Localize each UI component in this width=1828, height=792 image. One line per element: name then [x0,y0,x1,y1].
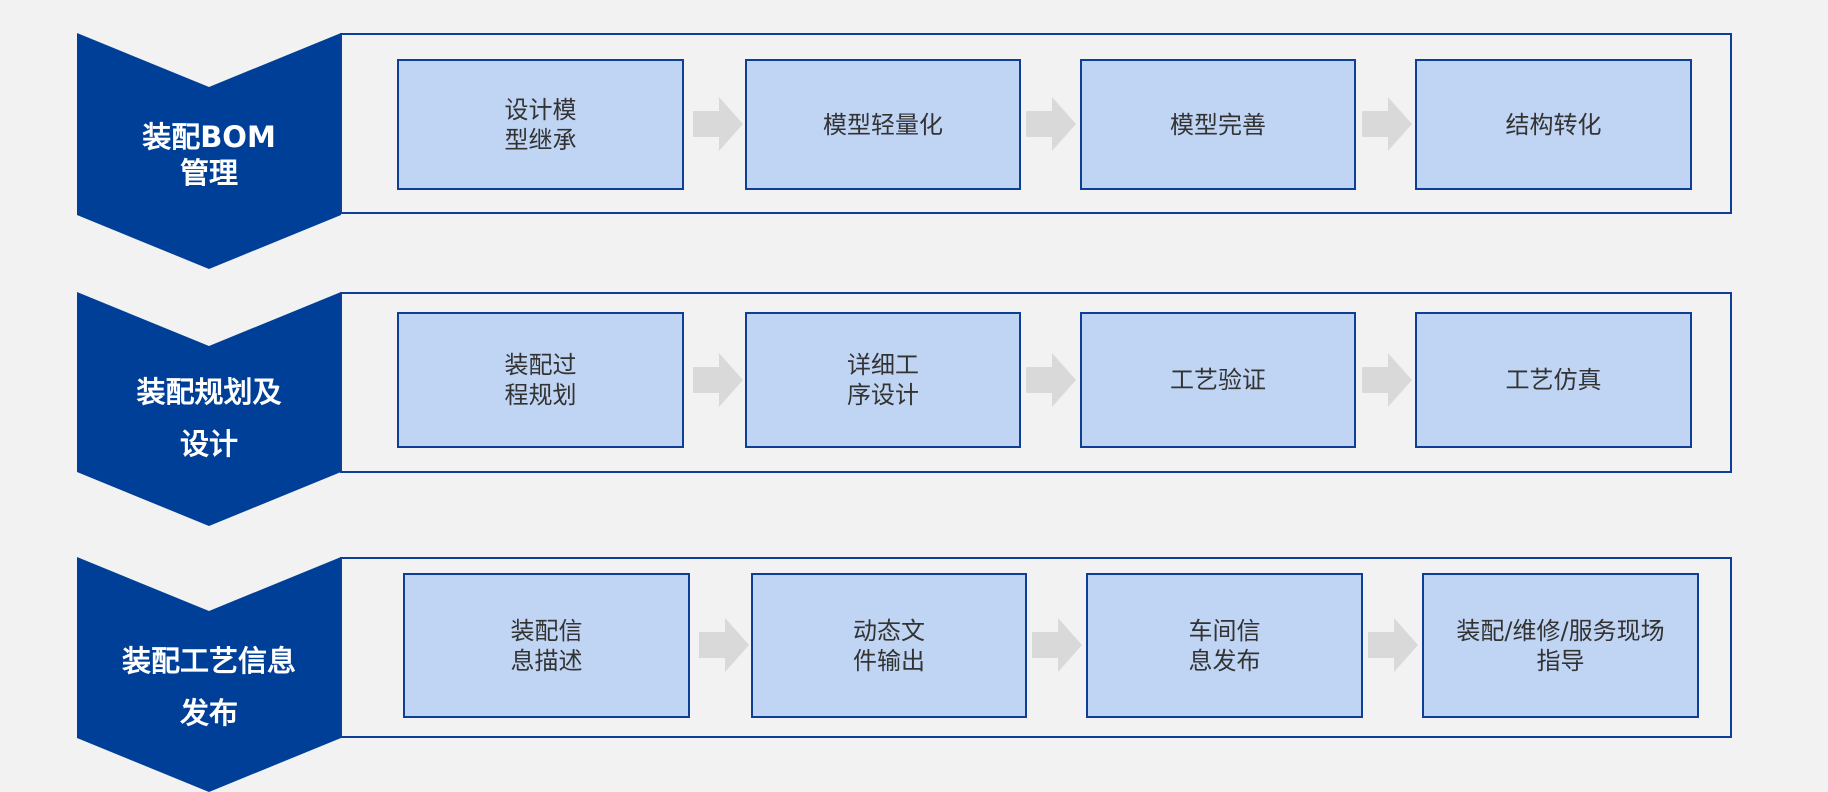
arrow-right-icon [1026,97,1076,151]
step-box: 车间信 息发布 [1086,573,1363,718]
stage-title: 装配BOM 管理 [142,120,276,190]
step-box: 工艺仿真 [1415,312,1692,448]
step-box: 装配/维修/服务现场 指导 [1422,573,1699,718]
step-box: 动态文 件输出 [751,573,1027,718]
step-box: 设计模 型继承 [397,59,684,190]
step-box: 详细工 序设计 [745,312,1021,448]
step-box: 装配过 程规划 [397,312,684,448]
arrow-right-icon [1362,97,1412,151]
step-box: 模型轻量化 [745,59,1021,190]
stage-chevron [77,33,341,269]
stage-title: 装配规划及 设计 [136,375,282,461]
arrow-right-icon [693,353,743,407]
arrow-right-icon [1362,353,1412,407]
step-box: 装配信 息描述 [403,573,690,718]
arrow-right-icon [1032,618,1082,672]
arrow-right-icon [693,97,743,151]
arrow-right-icon [1368,618,1418,672]
stage-chevron [77,557,341,792]
stage-chevron [77,292,341,526]
step-box: 结构转化 [1415,59,1692,190]
chevron-shape [77,292,341,526]
chevron-shape [77,557,341,792]
step-box: 工艺验证 [1080,312,1356,448]
arrow-right-icon [1026,353,1076,407]
arrow-right-icon [699,618,749,672]
stage-title: 装配工艺信息 发布 [121,644,296,730]
step-box: 模型完善 [1080,59,1356,190]
chevron-shape [77,33,341,269]
